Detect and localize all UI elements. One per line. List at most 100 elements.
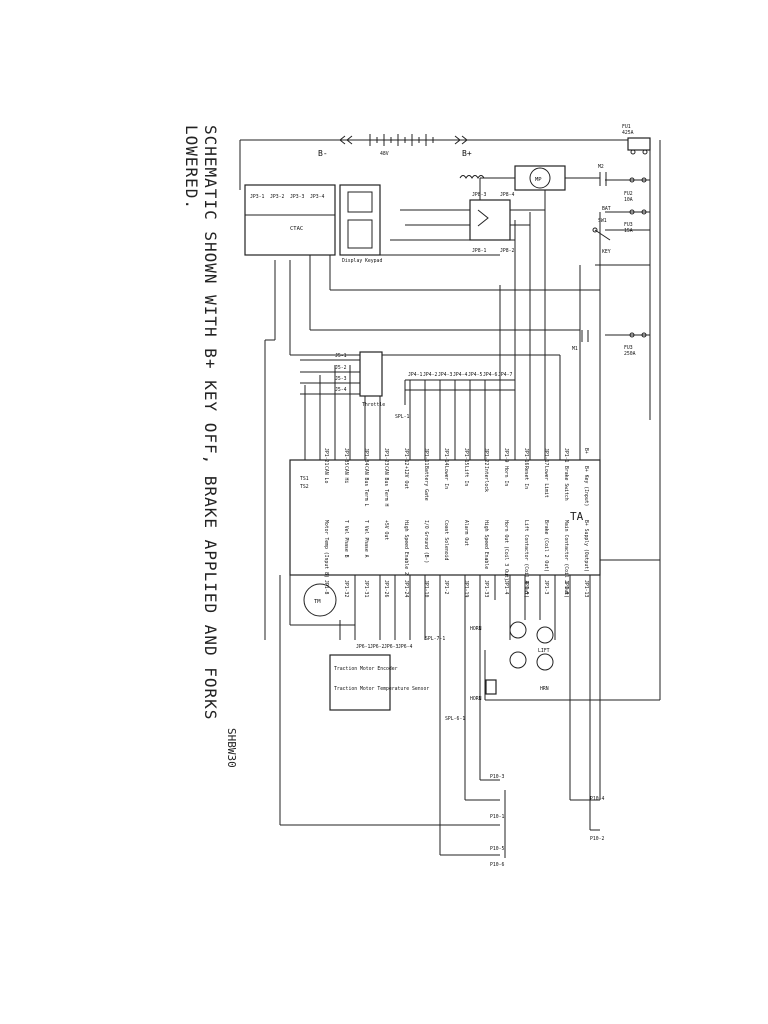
j5-2: J5-2 [335, 365, 347, 371]
controller-pin-left: JP1-31 [363, 580, 369, 597]
jp3-4: JP3-4 [310, 194, 325, 200]
controller-pin-right: JP1-12 [403, 448, 409, 465]
sensor-label: Traction Motor Temperature Sensor [334, 686, 429, 692]
battery-positive-label: B+ [462, 149, 472, 158]
jp8-4: JP8-4 [500, 192, 515, 198]
controller-func-left: Brake (Coil 2 Out) [543, 520, 549, 572]
jp3-1: JP3-1 [250, 194, 265, 200]
j5-4: J5-4 [335, 387, 347, 393]
controller-pin-left: JP1-33 [483, 580, 489, 597]
contactor-m2-label: M2 [598, 164, 604, 170]
controller-func-right: B+ Key (Input) [583, 466, 589, 506]
jp6-3: JP6-3 [384, 644, 399, 650]
contactor-m2: M2 [598, 164, 607, 186]
fuse-fu4-rating: 15A [624, 228, 633, 234]
fuse-fu3: FU3 250A [624, 332, 647, 357]
controller-func-right: Brake Switch [563, 466, 569, 501]
j5-3: J5-3 [335, 376, 347, 382]
p10-5: P10-5 [490, 846, 505, 852]
controller-pin-left: JP1-24 [403, 580, 409, 597]
controller-pin-right: JP1-35 [343, 448, 349, 465]
switch-key-label: KEY [602, 249, 611, 255]
controller-pin-right: JP1-11 [423, 448, 429, 465]
controller-pin-right: JP1-22 [483, 448, 489, 465]
jp4-connector: JP4-1 JP4-2 JP4-3 JP4-4 JP4-5 JP4-6 JP4-… [395, 372, 513, 420]
controller-pin-right: B+ [583, 448, 589, 454]
controller-pin-right: JP1-1 [563, 448, 569, 463]
controller-pin-right: JP1-34 [363, 448, 369, 465]
jp4-3: JP4-3 [438, 372, 453, 378]
controller-pin-left: JP1-2 [443, 580, 449, 595]
controller-func-right: CAN Bus Term H [383, 466, 389, 507]
controller-func-right: CAN Hi [343, 466, 349, 483]
fuse-fu2-label: FU2 [624, 191, 633, 197]
jp4-7: JP4-7 [498, 372, 513, 378]
lift-label: LIFT [538, 648, 550, 654]
contactor-m1: M1 [572, 330, 589, 352]
lift-caption: HRN [540, 686, 549, 692]
jp4-2: JP4-2 [423, 372, 438, 378]
pump-motor: MP [514, 165, 566, 191]
controller-func-left: Horn Out (Coil 3 Out) [503, 520, 509, 581]
controller-pin-left: JP1-13 [583, 580, 589, 597]
lift-solenoid-block: JP8-1 JP8-2 JP8-3 JP8-4 [469, 192, 515, 254]
controller-func-left: T Vel Phase B [343, 520, 349, 558]
controller-func-left: Motor Temp (Input 8) [323, 520, 329, 578]
p10-connector: P10-3 P10-1 P10-5 P10-6 P10-4 P10-2 SPL-… [425, 636, 605, 868]
controller-func-left: Coast Solenoid [443, 520, 449, 561]
controller-func-right: Lift In [463, 466, 469, 486]
controller-pin-left: JP1-26 [383, 580, 389, 597]
display-keypad: Display Keypad [339, 184, 382, 264]
fuse-fu1-label: FU1 [622, 124, 631, 130]
throttle-module: Throttle J5-1 J5-2 J5-3 J5-4 [335, 351, 385, 408]
ctac-module: CTAC JP3-1 JP3-2 JP3-3 JP3-4 [244, 184, 336, 256]
fuse-fu3-rating: 250A [624, 351, 636, 357]
traction-motor: TM [303, 583, 337, 617]
jp4-4: JP4-4 [453, 372, 468, 378]
note-line-2: LOWERED. [182, 125, 201, 210]
jp8-2: JP8-2 [500, 248, 515, 254]
controller-name: TA [570, 510, 584, 523]
horn-lift-coils: HORN HORN LIFT HRN [470, 621, 554, 702]
keypad-label: Keypad [365, 258, 382, 264]
p10-3: P10-3 [490, 774, 505, 780]
switch-bat-label: BAT [602, 206, 611, 212]
fuse-fu4: FU3 15A [624, 209, 647, 234]
jp6-1: JP6-1 [356, 644, 371, 650]
p10-2: P10-2 [590, 836, 605, 842]
controller-func-right: CAN Lo [323, 466, 329, 483]
jp8-3: JP8-3 [472, 192, 487, 198]
battery-voltage: 48V [380, 151, 389, 157]
coil-symbol [459, 175, 485, 179]
controller-func-left: High Speed Enable [483, 520, 489, 569]
throttle-label: Throttle [362, 402, 385, 408]
controller-pin-left: JP1-6 [563, 580, 569, 595]
controller-pin-right: JP1-21 [323, 448, 329, 465]
horn-caption: HORN [470, 696, 482, 702]
p10-1: P10-1 [490, 814, 505, 820]
controller-pin-left: JP1-3 [543, 580, 549, 595]
controller-func-left: Alarm Out [463, 520, 469, 546]
spl-6-1-label: SPL-6-1 [445, 716, 465, 722]
controller-func-left: Lift Contactor (Coil 4 Out) [523, 520, 529, 598]
controller-func-left: I/O Ground (B-) [423, 520, 429, 563]
p10-6: P10-6 [490, 862, 505, 868]
jp3-2: JP3-2 [270, 194, 285, 200]
controller-func-right: Interlock [483, 466, 489, 492]
controller-pin-right: JP1-15 [463, 448, 469, 465]
controller-pin-right: JP1-17 [543, 448, 549, 465]
jp3-3: JP3-3 [290, 194, 305, 200]
display-label: Display [342, 258, 362, 264]
traction-motor-label: TM [314, 599, 321, 605]
contactor-m1-label: M1 [572, 346, 578, 352]
jp4-5: JP4-5 [468, 372, 483, 378]
horn-label: HORN [470, 626, 482, 632]
fuse-fu1-rating: 425A [622, 130, 634, 136]
jp8-1: JP8-1 [472, 248, 487, 254]
jp6-2: JP6-2 [370, 644, 385, 650]
fuse-fu2: FU2 10A [624, 177, 647, 203]
ctac-label: CTAC [290, 226, 303, 232]
battery-symbol: 48V [339, 134, 468, 157]
